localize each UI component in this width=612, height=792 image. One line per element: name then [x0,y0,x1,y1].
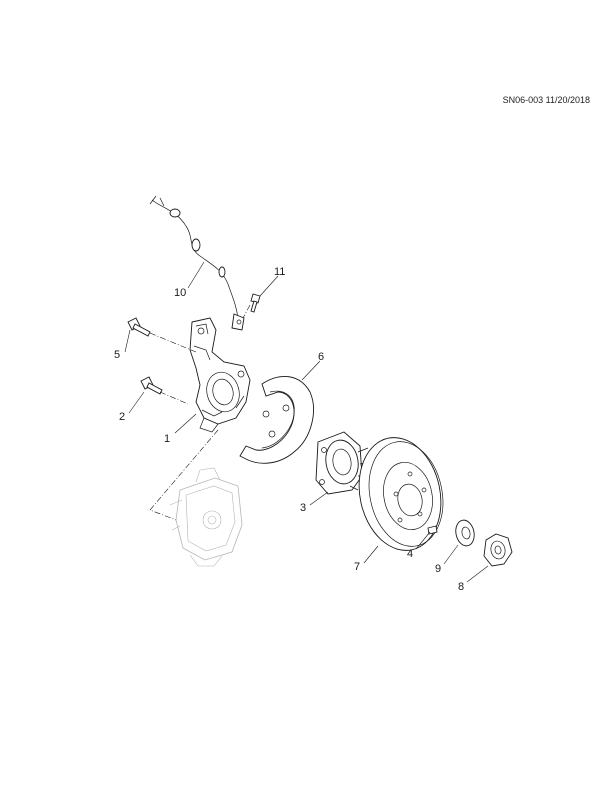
brake-caliper-ghost [169,467,243,567]
steering-knuckle [189,317,251,433]
callout-10: 10 [174,287,186,299]
callout-3: 3 [300,502,306,514]
screw-4 [427,525,438,535]
hub-nut-8 [483,533,513,567]
callout-1: 1 [164,433,170,445]
assembly-centerlines [149,304,251,521]
hub-bearing-assembly [315,431,371,495]
callout-4: 4 [407,548,413,560]
callout-5: 5 [114,349,120,361]
bolt-2 [140,376,163,395]
callout-6: 6 [318,351,324,363]
brake-splash-shield [239,376,314,464]
callout-11: 11 [274,266,285,278]
bolt-11 [250,293,261,313]
callout-7: 7 [354,561,360,573]
diagram-reference: SN06-003 11/20/2018 [502,95,590,105]
wheel-speed-sensor-harness [149,195,245,331]
leader-lines [124,261,489,583]
callout-2: 2 [119,411,125,423]
callout-8: 8 [458,581,464,593]
callout-9: 9 [435,563,441,575]
washer-9 [455,519,475,547]
bolt-5 [127,317,151,337]
brake-rotor [358,437,444,551]
